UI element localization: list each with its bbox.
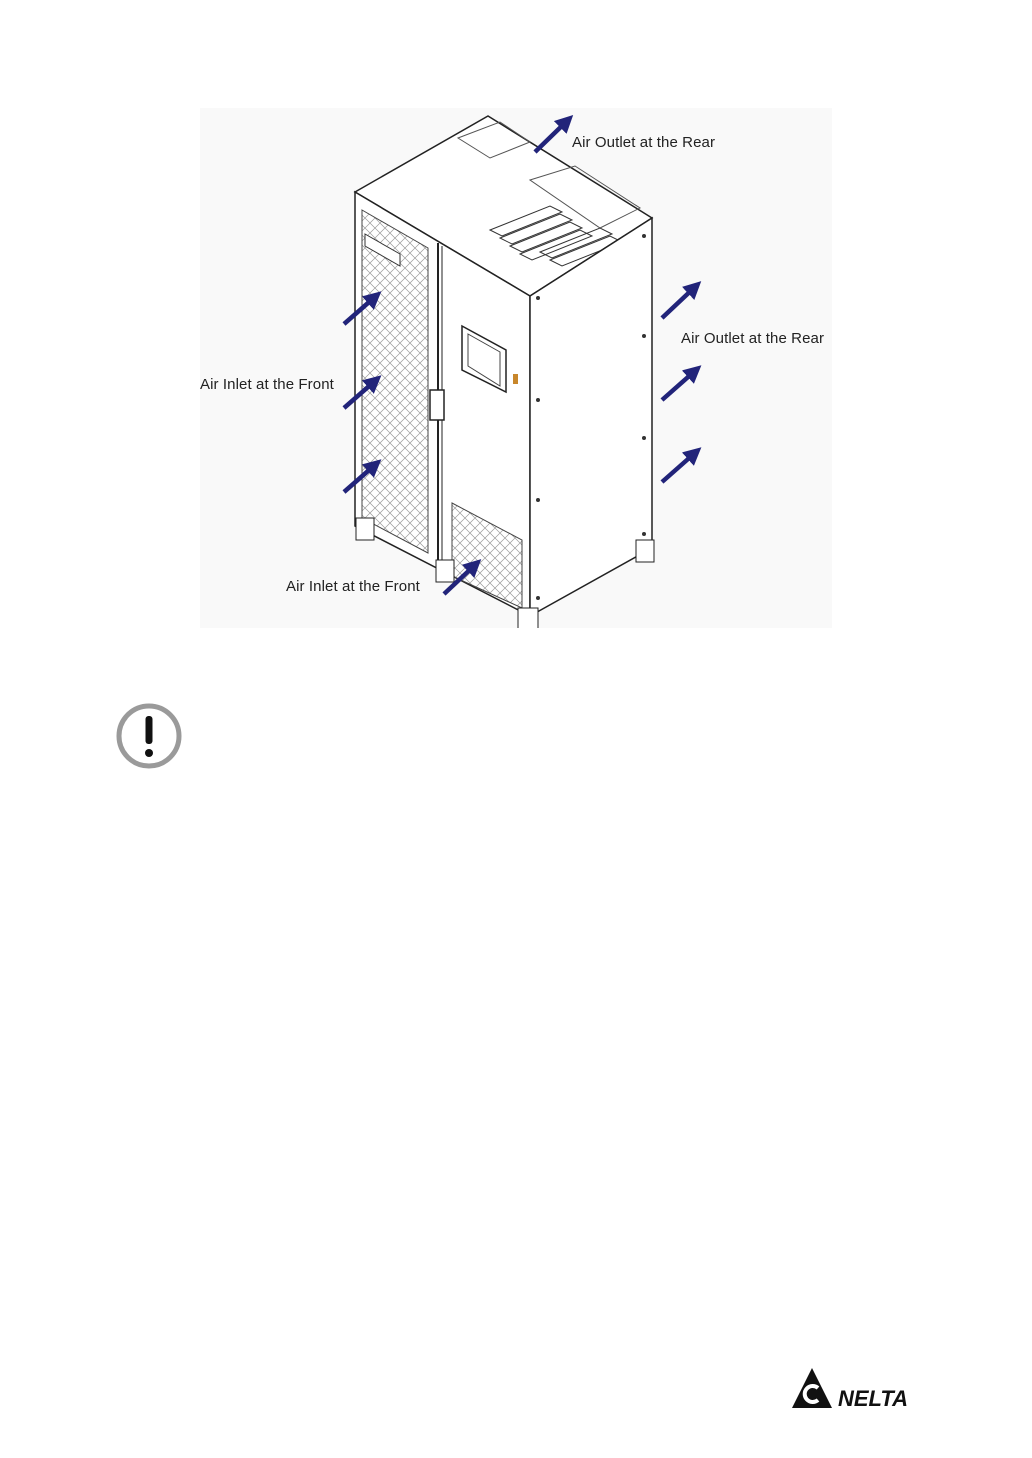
label-air-outlet-top: Air Outlet at the Rear bbox=[572, 134, 715, 151]
delta-logo: NELTA bbox=[788, 1366, 924, 1412]
cabinet-foot bbox=[518, 608, 538, 628]
label-air-inlet-left: Air Inlet at the Front bbox=[200, 376, 334, 393]
airflow-figure: Air Outlet at the Rear Air Outlet at the… bbox=[200, 108, 832, 628]
exclamation-circle-icon bbox=[115, 702, 183, 770]
outlet-arrow bbox=[662, 286, 696, 318]
door-handle bbox=[430, 390, 444, 420]
logo-text: NELTA bbox=[838, 1386, 908, 1411]
label-air-inlet-bottom: Air Inlet at the Front bbox=[286, 578, 420, 595]
status-light bbox=[513, 374, 518, 384]
cabinet-foot bbox=[636, 540, 654, 562]
cabinet-foot bbox=[356, 518, 374, 540]
outlet-arrow bbox=[662, 452, 696, 482]
label-air-outlet-side: Air Outlet at the Rear bbox=[681, 330, 824, 347]
outlet-arrow bbox=[662, 370, 696, 400]
ups-cabinet-illustration bbox=[200, 108, 832, 628]
outlet-arrow bbox=[535, 120, 568, 152]
cabinet-foot bbox=[436, 560, 454, 582]
